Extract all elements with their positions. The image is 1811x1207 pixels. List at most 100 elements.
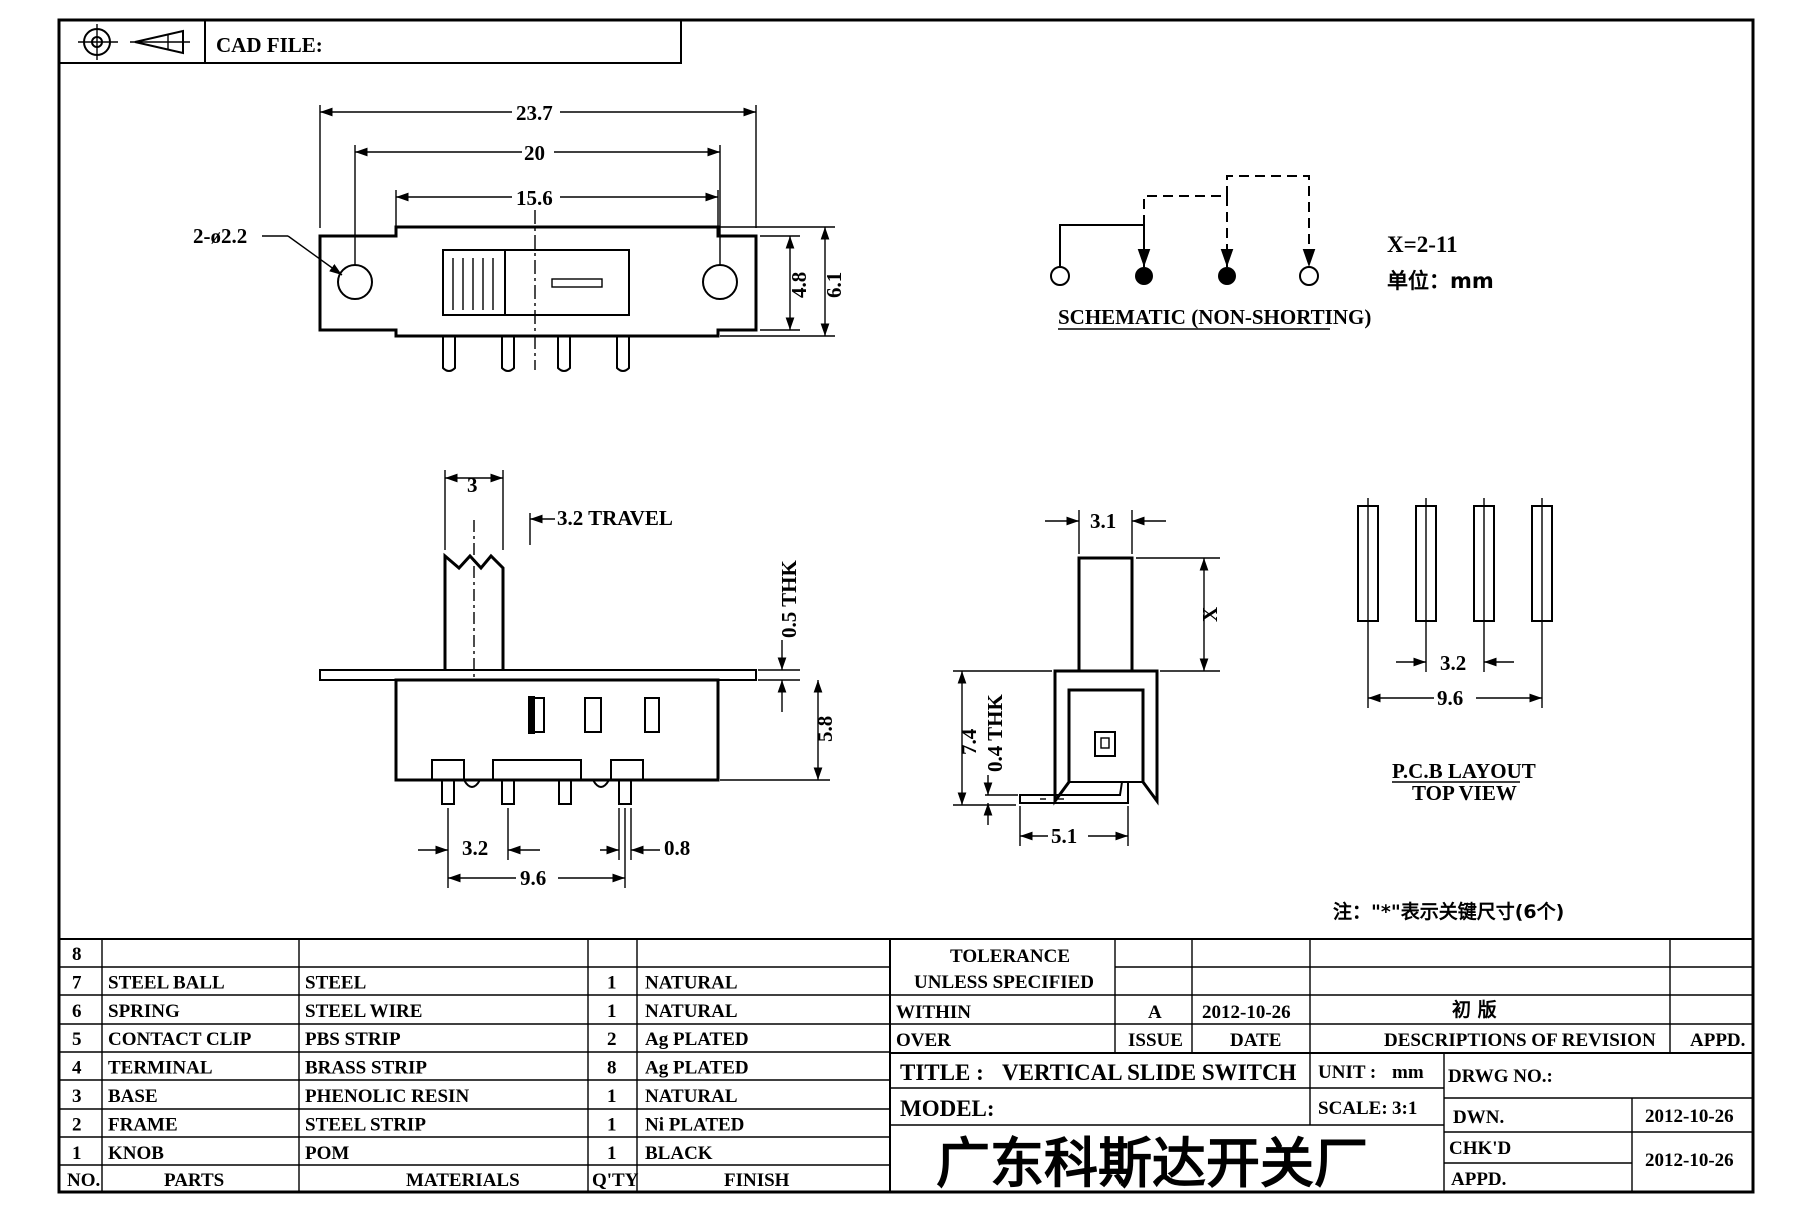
schematic: SCHEMATIC (NON-SHORTING) X=2-11 单位：mm — [1050, 175, 1494, 330]
drwg-no-label: DRWG NO.: — [1448, 1066, 1553, 1087]
dim-pin-width: 0.8 — [664, 836, 690, 860]
dim-terminal-length: 5.1 — [1051, 824, 1077, 848]
bom-header-no: NO. — [67, 1170, 100, 1191]
scale-label: SCALE: — [1318, 1098, 1388, 1119]
chkd-date: 2012-10-26 — [1645, 1150, 1734, 1171]
mounting-hole-left — [337, 264, 373, 300]
bom-cell-materials: POM — [305, 1143, 349, 1164]
top-view-pins — [442, 336, 630, 372]
bom-header-finish: FINISH — [724, 1170, 790, 1191]
dim-body-width: 15.6 — [516, 186, 553, 210]
front-view: 3 3.2 TRAVEL 0.5 THK 5.8 3.2 9.6 0.8 — [319, 470, 837, 890]
dim-side-total-height: 7.4 — [957, 728, 981, 755]
bom-cell-materials: STEEL WIRE — [305, 1001, 422, 1022]
bom-header-qty: Q'TY — [592, 1170, 639, 1191]
title-appd-label: APPD. — [1451, 1169, 1506, 1190]
bom-header-materials: MATERIALS — [406, 1170, 520, 1191]
title-block: TITLE : VERTICAL SLIDE SWITCH MODEL: UNI… — [889, 1052, 1754, 1195]
bom-cell-no: 1 — [72, 1143, 82, 1164]
model-label: MODEL: — [900, 1096, 995, 1121]
third-angle-projection-icon — [78, 24, 190, 60]
bom-cell-no: 2 — [72, 1114, 82, 1135]
dim-overall-width: 23.7 — [516, 101, 553, 125]
company-name: 广东科斯达开关厂 — [936, 1132, 1368, 1195]
dim-pcb-pitch: 3.2 — [1440, 651, 1466, 675]
bom-cell-finish: Ag PLATED — [645, 1058, 749, 1079]
bom-cell-finish: NATURAL — [645, 972, 738, 993]
bom-cell-materials: PHENOLIC RESIN — [305, 1086, 469, 1107]
bom-cell-finish: NATURAL — [645, 1086, 738, 1107]
bom-header-parts: PARTS — [164, 1170, 224, 1191]
bom-cell-materials: BRASS STRIP — [305, 1058, 427, 1079]
mounting-hole-right — [702, 264, 738, 300]
bom-cell-finish: Ni PLATED — [645, 1114, 744, 1135]
revision-date: 2012-10-26 — [1202, 1002, 1291, 1023]
scale-value: 3:1 — [1392, 1098, 1417, 1119]
bom-cell-no: 4 — [72, 1058, 82, 1079]
revision-appd-label: APPD. — [1690, 1030, 1745, 1051]
bom-cell-materials: PBS STRIP — [305, 1029, 401, 1050]
bom-cell-no: 8 — [72, 944, 82, 965]
description-label: DESCRIPTIONS OF REVISION — [1384, 1030, 1656, 1051]
issue-label: ISSUE — [1128, 1030, 1183, 1051]
top-view: 23.7 20 15.6 2-ø2.2 4.8 6.1 — [193, 100, 846, 372]
chkd-label: CHK'D — [1449, 1138, 1511, 1159]
pcb-layout: 3.2 9.6 P.C.B LAYOUT TOP VIEW — [1357, 498, 1553, 805]
pcb-title-line1: P.C.B LAYOUT — [1392, 759, 1536, 783]
bom-cell-finish: Ag PLATED — [645, 1029, 749, 1050]
tolerance-revision-block: TOLERANCE UNLESS SPECIFIED WITHIN OVER A… — [889, 938, 1754, 1054]
dim-body-height: 5.8 — [813, 716, 837, 742]
pcb-title-line2: TOP VIEW — [1412, 781, 1517, 805]
dim-knob-height: X — [1198, 607, 1222, 622]
bom-cell-finish: NATURAL — [645, 1001, 738, 1022]
schematic-title: SCHEMATIC (NON-SHORTING) — [1058, 305, 1371, 329]
unit-note: 单位：mm — [1387, 269, 1494, 293]
dim-inner-height: 4.8 — [787, 272, 811, 298]
dim-travel: 3.2 TRAVEL — [557, 506, 673, 530]
bom-cell-parts: STEEL BALL — [108, 972, 225, 993]
unit-value: mm — [1392, 1062, 1424, 1083]
bom-cell-qty: 1 — [607, 1114, 617, 1135]
bom-cell-qty: 2 — [607, 1029, 617, 1050]
x-range-label: X=2-11 — [1387, 232, 1458, 257]
dim-side-knob-width: 3.1 — [1090, 509, 1116, 533]
bom-cell-qty: 1 — [607, 1001, 617, 1022]
revision-issue: A — [1148, 1002, 1162, 1023]
bom-cell-qty: 1 — [607, 1143, 617, 1164]
bom-cell-qty: 1 — [607, 972, 617, 993]
title-value: VERTICAL SLIDE SWITCH — [1002, 1060, 1297, 1085]
slider-window — [442, 249, 630, 316]
date-label: DATE — [1230, 1030, 1281, 1051]
tolerance-line2: UNLESS SPECIFIED — [914, 972, 1094, 993]
revision-description: 初 版 — [1452, 998, 1497, 1021]
unit-label: UNIT : — [1318, 1062, 1376, 1083]
dim-outer-height: 6.1 — [822, 272, 846, 298]
cad-file-label: CAD FILE: — [216, 33, 323, 57]
bom-cell-qty: 8 — [607, 1058, 617, 1079]
front-view-terminals — [431, 759, 644, 805]
dim-terminal-thickness: 0.4 THK — [983, 694, 1007, 772]
knob — [442, 249, 506, 316]
bom-cell-no: 3 — [72, 1086, 82, 1107]
dwn-date: 2012-10-26 — [1645, 1106, 1734, 1127]
tolerance-line1: TOLERANCE — [950, 946, 1070, 967]
bom-cell-parts: BASE — [108, 1086, 158, 1107]
bom-cell-finish: BLACK — [645, 1143, 713, 1164]
bom-cell-no: 6 — [72, 1001, 82, 1022]
bom-cell-no: 7 — [72, 972, 82, 993]
dim-pin-span: 9.6 — [520, 866, 546, 890]
title-label: TITLE : — [900, 1060, 984, 1085]
dwn-label: DWN. — [1453, 1107, 1504, 1128]
bom-cell-materials: STEEL — [305, 972, 366, 993]
header-box: CAD FILE: — [58, 19, 682, 64]
bom-cell-parts: KNOB — [108, 1143, 164, 1164]
bom-cell-qty: 1 — [607, 1086, 617, 1107]
bom-cell-parts: TERMINAL — [108, 1058, 213, 1079]
tolerance-over: OVER — [896, 1030, 951, 1051]
side-view: 3.1 X 7.4 0.4 THK 5.1 — [953, 509, 1222, 848]
dim-hole-spacing: 20 — [524, 141, 545, 165]
dim-flange-thickness: 0.5 THK — [777, 560, 801, 638]
bom-cell-parts: FRAME — [108, 1114, 178, 1135]
